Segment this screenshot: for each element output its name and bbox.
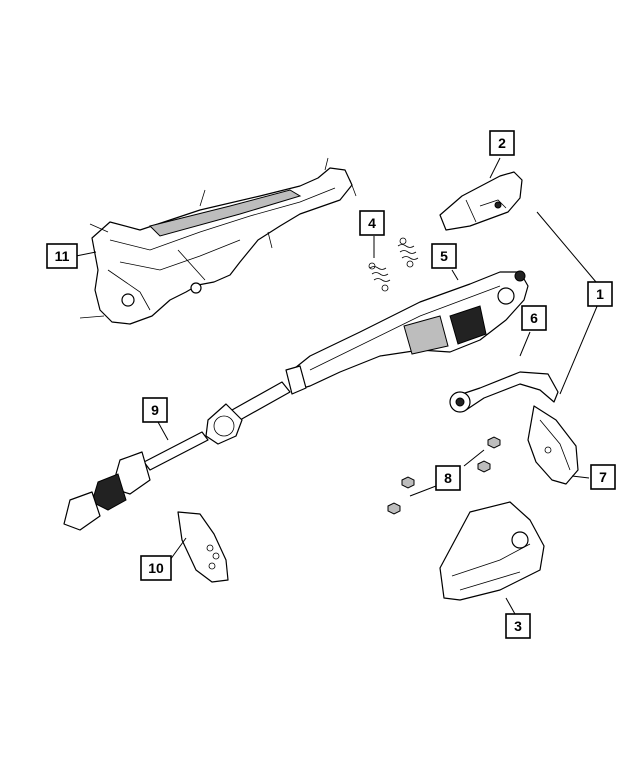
part-5-steering-column <box>285 270 529 395</box>
leader-10 <box>169 537 187 561</box>
callout-5-label: 5 <box>440 248 448 264</box>
callout-9: 9 <box>142 397 168 423</box>
callout-2-label: 2 <box>498 135 506 151</box>
callout-5: 5 <box>431 243 457 269</box>
leader-8a <box>463 449 485 467</box>
callout-4-label: 4 <box>368 215 376 231</box>
callout-8: 8 <box>435 465 461 491</box>
part-10-small-bracket <box>177 511 229 583</box>
leader-lines <box>75 157 599 615</box>
part-6-tilt-lever <box>449 371 559 413</box>
callout-10: 10 <box>140 555 172 581</box>
callout-1-label: 1 <box>596 286 604 302</box>
leader-6 <box>519 331 531 357</box>
callout-8-label: 8 <box>444 470 452 486</box>
leader-7 <box>571 475 590 479</box>
callout-11-label: 11 <box>55 248 70 264</box>
callout-3-label: 3 <box>514 618 522 634</box>
leader-11 <box>75 251 97 257</box>
part-9-intermediate-shaft <box>63 381 291 531</box>
callout-6: 6 <box>521 305 547 331</box>
part-4-springs <box>368 237 419 292</box>
callout-4: 4 <box>359 210 385 236</box>
part-8-nuts <box>387 436 501 515</box>
leader-1b <box>559 303 599 395</box>
callout-11: 11 <box>46 243 78 269</box>
leader-8b <box>409 485 437 497</box>
callout-10-label: 10 <box>148 560 164 576</box>
leader-3 <box>505 597 516 615</box>
callout-7: 7 <box>590 464 616 490</box>
leader-1a <box>536 211 597 283</box>
part-3-lower-shroud <box>439 501 545 601</box>
part-11-support-beam <box>79 157 357 325</box>
callout-9-label: 9 <box>151 402 159 418</box>
callout-6-label: 6 <box>530 310 538 326</box>
part-2-upper-shroud <box>439 171 523 231</box>
leader-9 <box>157 421 169 441</box>
leader-5 <box>451 269 459 281</box>
part-7-bracket <box>527 405 579 485</box>
callout-1: 1 <box>587 281 613 307</box>
callout-2: 2 <box>489 130 515 156</box>
callout-7-label: 7 <box>599 469 607 485</box>
leader-2 <box>489 157 501 179</box>
callout-3: 3 <box>505 613 531 639</box>
